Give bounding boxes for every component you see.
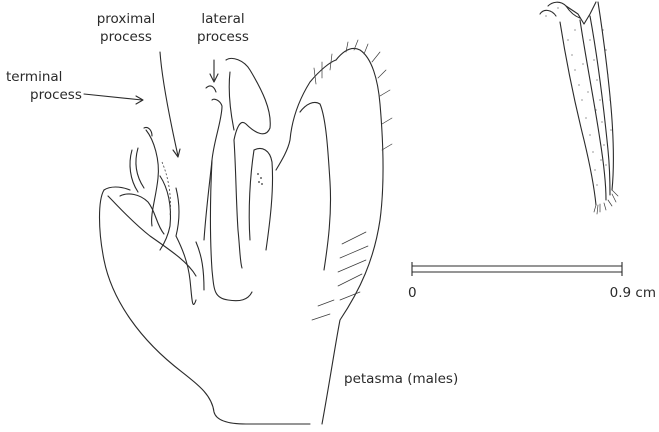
lateral-label-line2: process [188, 30, 258, 45]
lateral-label-line1: lateral [188, 12, 258, 27]
scale-bar-start-label: 0 [408, 286, 417, 301]
petasma-drawing [100, 40, 393, 424]
scale-bar [412, 262, 622, 276]
scale-bar-end-label: 0.9 cm [560, 286, 656, 301]
antenna-drawing [540, 2, 618, 214]
terminal-label-line2: process [30, 88, 82, 103]
proximal-label-line2: process [82, 30, 170, 45]
arrow-icon [84, 52, 218, 157]
proximal-label-line1: proximal [82, 12, 170, 27]
terminal-label-line1: terminal [6, 70, 62, 85]
petasma-caption: petasma (males) [344, 372, 458, 387]
